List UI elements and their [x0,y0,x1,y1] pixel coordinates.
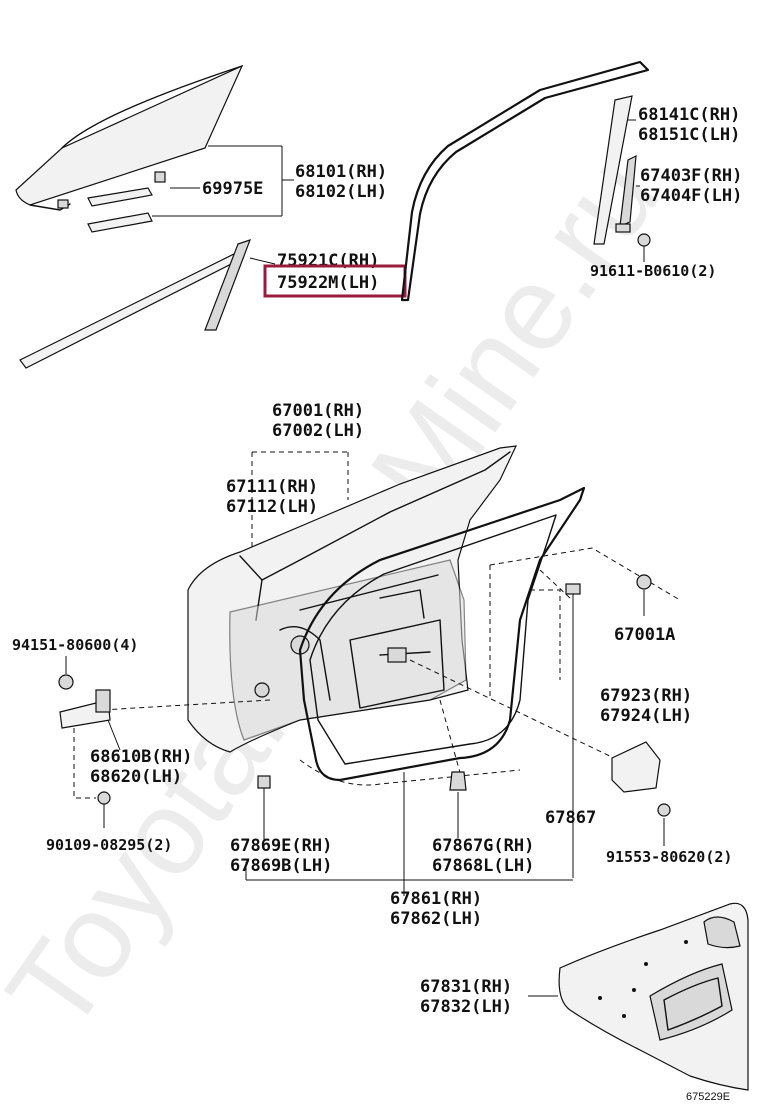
label-67404F[interactable]: 67404F(LH) [640,186,742,206]
glass-channel-pieces [87,187,153,233]
bracket-67001 [251,451,349,560]
door-frame-weatherstrip [400,60,650,302]
label-67869E[interactable]: 67869E(RH) [230,836,332,856]
label-69975E[interactable]: 69975E [202,179,263,199]
label-67867G[interactable]: 67867G(RH) [432,836,534,856]
diagram-code: 675229E [686,1091,730,1103]
label-94151[interactable]: 94151-80600(4) [12,636,138,654]
label-90109[interactable]: 90109-08295(2) [46,836,172,854]
label-67862[interactable]: 67862(LH) [390,909,482,929]
label-67002[interactable]: 67002(LH) [272,421,364,441]
label-67861[interactable]: 67861(RH) [390,889,482,909]
label-67403F[interactable]: 67403F(RH) [640,166,742,186]
door-panel-illustration [187,445,518,753]
label-75921C[interactable]: 75921C(RH) [277,251,379,271]
label-68102[interactable]: 68102(LH) [295,182,387,202]
label-67867[interactable]: 67867 [545,808,596,828]
label-68101[interactable]: 68101(RH) [295,162,387,182]
leaders-68101 [152,145,294,217]
label-68620[interactable]: 68620(LH) [90,767,182,787]
label-91611[interactable]: 91611-B0610(2) [590,262,716,280]
label-91553[interactable]: 91553-80620(2) [606,848,732,866]
label-75922M[interactable]: 75922M(LH) [277,273,379,293]
label-67111[interactable]: 67111(RH) [226,477,318,497]
fasteners [58,574,671,878]
highlight-bg [268,269,402,293]
bracket-67861 [245,772,573,896]
label-67923[interactable]: 67923(RH) [600,686,692,706]
label-67924[interactable]: 67924(LH) [600,706,692,726]
label-67831[interactable]: 67831(RH) [420,977,512,997]
belt-moulding-illustration [19,239,276,369]
rear-frame-garnish [593,95,651,262]
label-67001A[interactable]: 67001A [614,625,675,645]
label-68610B[interactable]: 68610B(RH) [90,747,192,767]
label-67832[interactable]: 67832(LH) [420,997,512,1017]
label-67001[interactable]: 67001(RH) [272,401,364,421]
door-trim-illustration [528,902,749,1091]
label-67869B[interactable]: 67869B(LH) [230,856,332,876]
label-68141C[interactable]: 68141C(RH) [638,105,740,125]
label-67868L[interactable]: 67868L(LH) [432,856,534,876]
label-68151C[interactable]: 68151C(LH) [638,125,740,145]
door-glass-illustration [15,64,244,211]
label-67112[interactable]: 67112(LH) [226,497,318,517]
door-stopper-illustration [611,741,661,793]
